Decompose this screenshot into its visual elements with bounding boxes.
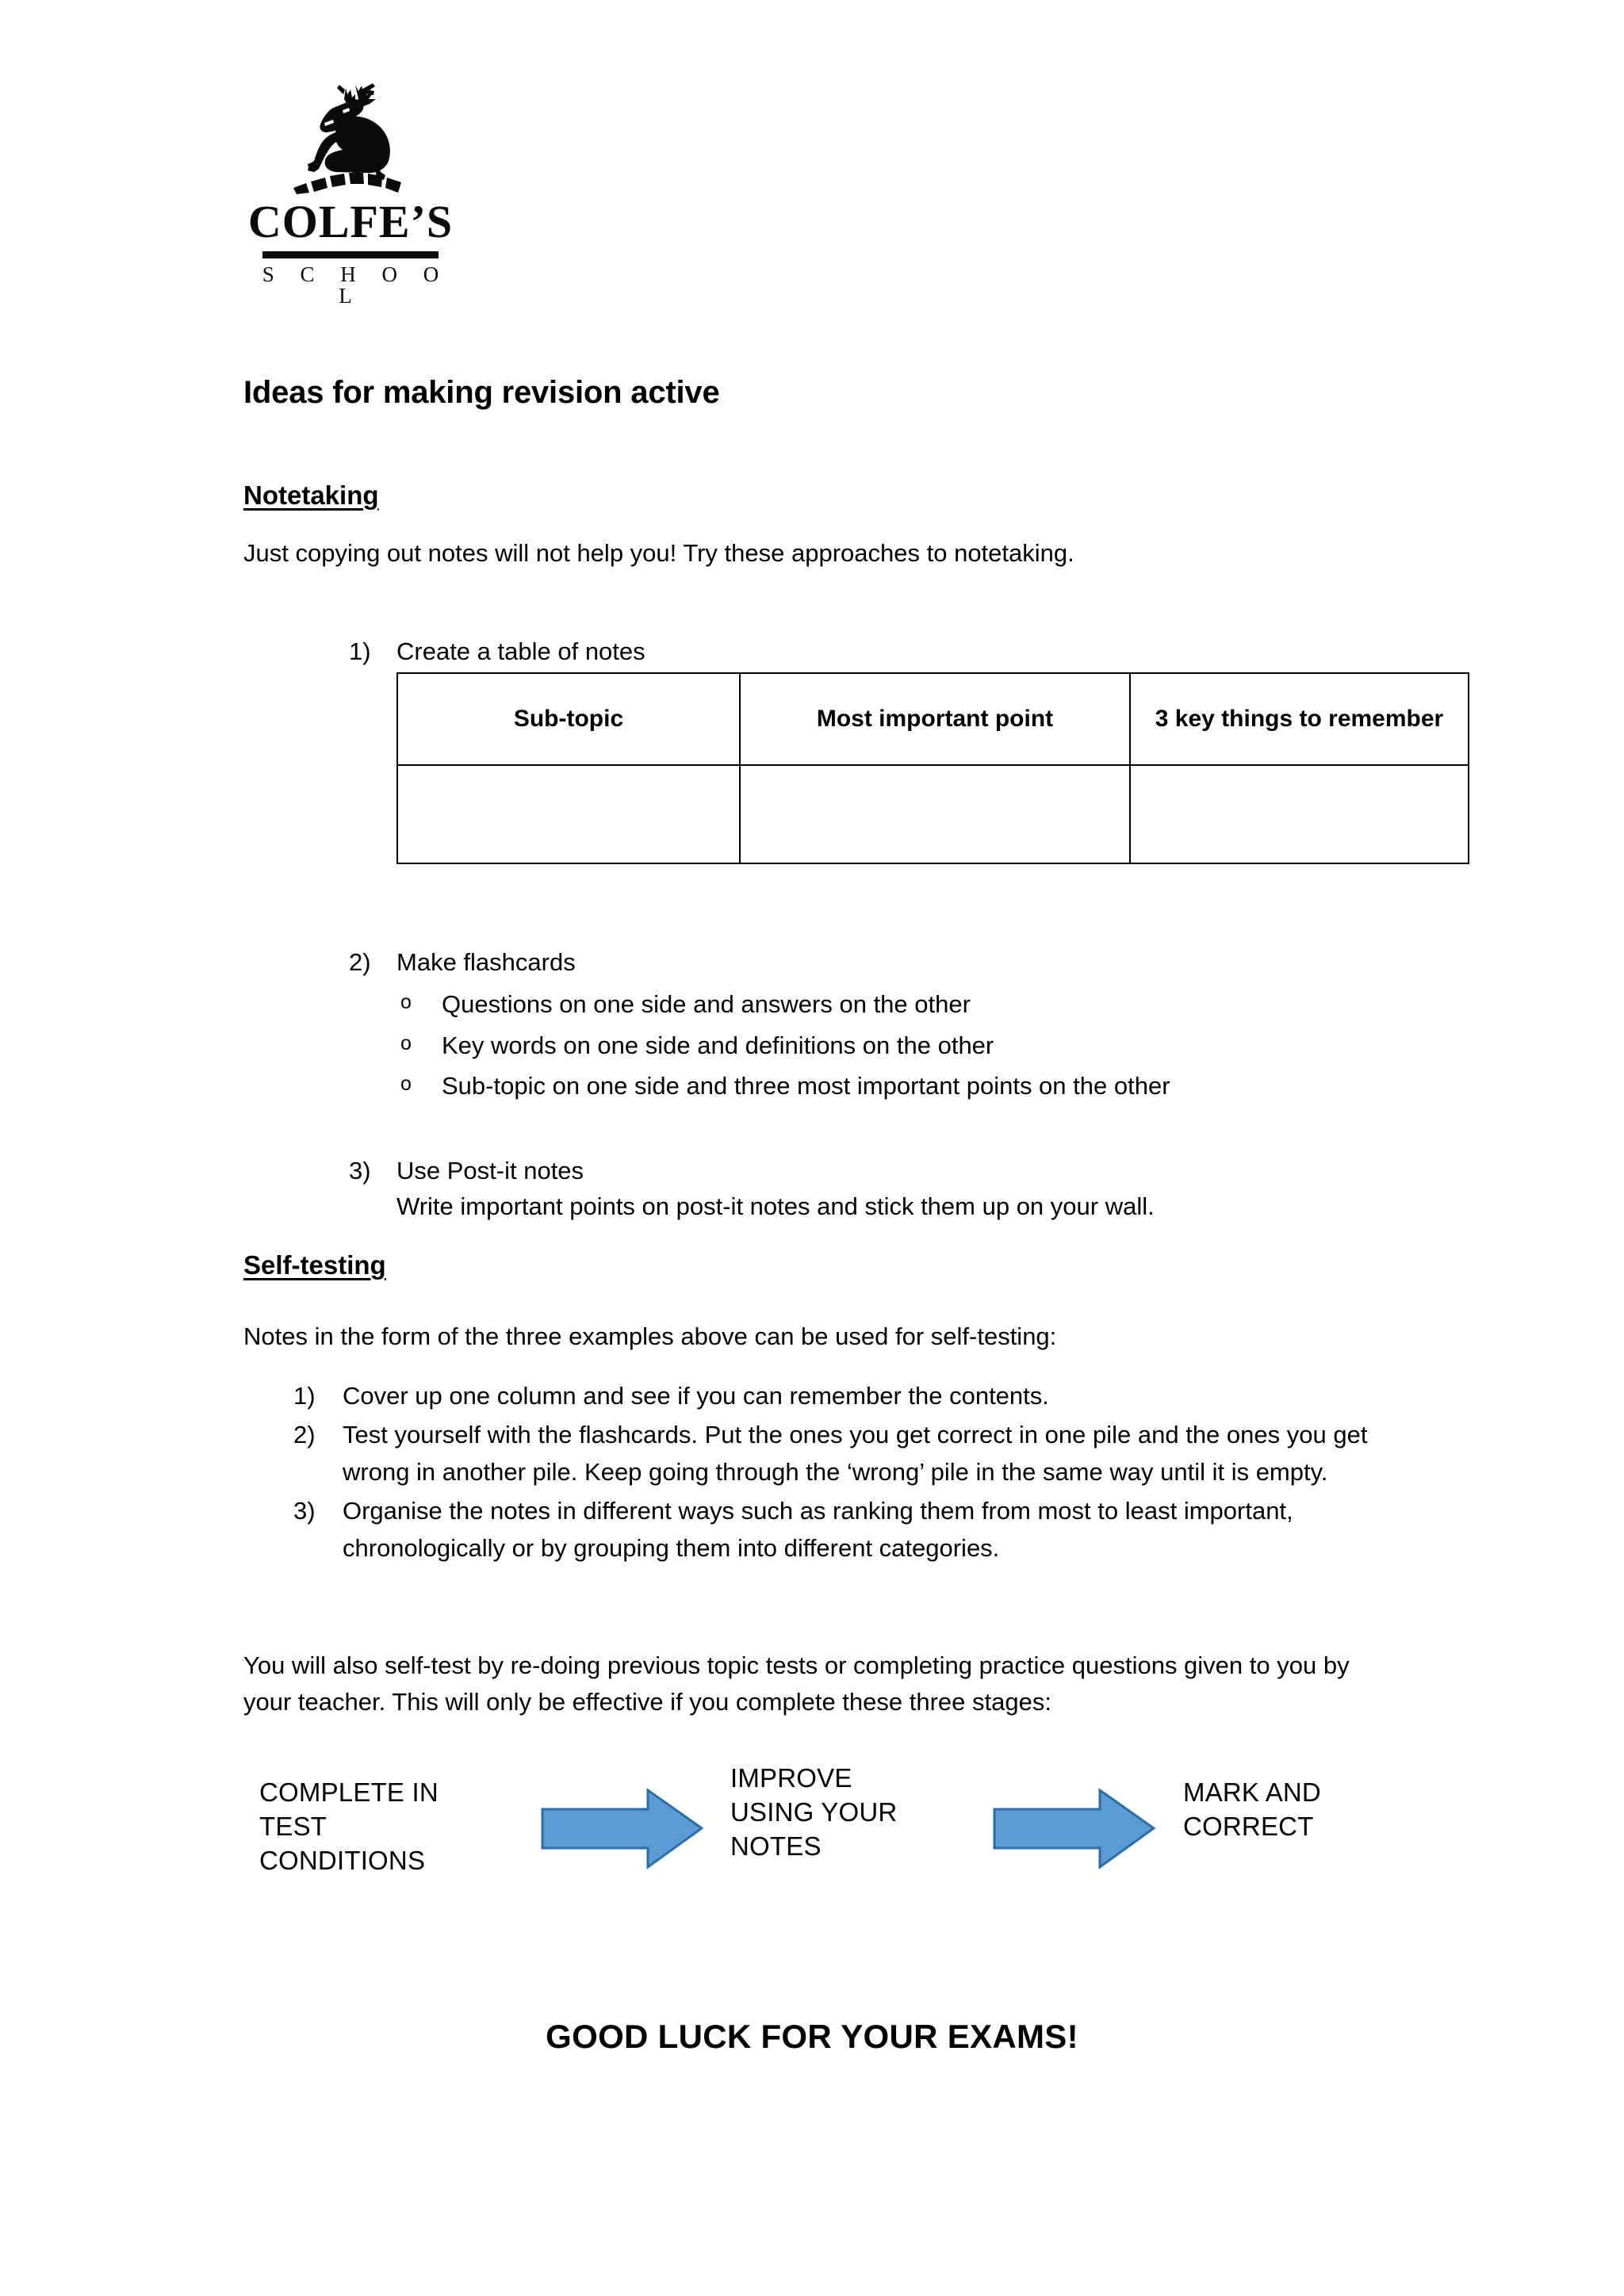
selftesting-intro-paragraph: Notes in the form of the three examples … — [243, 1322, 1057, 1350]
stage-label-improve-using-your-notes: IMPROVE USING YOUR NOTES — [730, 1763, 898, 1861]
school-logo: COLFE’S S C H O O L — [243, 75, 458, 307]
stag-crest-icon — [293, 83, 401, 194]
selftesting-closing-paragraph: You will also self-test by re-doing prev… — [243, 1651, 1350, 1716]
circle-bullet-icon: o — [400, 1073, 412, 1096]
list-item: o Key words on one side and definitions … — [349, 1025, 1388, 1066]
circle-bullet-icon: o — [400, 1031, 412, 1054]
section-heading-notetaking: Notetaking — [243, 480, 379, 510]
right-block-arrow-icon — [541, 1788, 703, 1869]
stage-label-mark-and-correct: MARK AND CORRECT — [1183, 1777, 1321, 1841]
list-item: o Sub-topic on one side and three most i… — [349, 1066, 1388, 1107]
table-header-row: Sub-topic Most important point 3 key thi… — [396, 672, 1469, 766]
page-title: Ideas for making revision active — [243, 375, 720, 410]
list-marker: 1) — [293, 1382, 316, 1410]
stage-label-complete-in-test-conditions: COMPLETE IN TEST CONDITIONS — [259, 1777, 439, 1875]
table-cell[interactable] — [739, 764, 1131, 864]
notetaking-intro-paragraph: Just copying out notes will not help you… — [243, 539, 1074, 567]
list-marker: 3) — [293, 1497, 316, 1525]
closing-message: GOOD LUCK FOR YOUR EXAMS! — [546, 2018, 1078, 2055]
list-item: 2) Test yourself with the flashcards. Pu… — [293, 1416, 1388, 1490]
table-cell[interactable] — [396, 764, 741, 864]
list-marker: 2) — [293, 1421, 316, 1449]
list-marker: 2) — [349, 948, 371, 976]
list-item: 2) Make flashcards — [349, 945, 1388, 981]
notetaking-list-item-2: 2) Make flashcards o Questions on one si… — [349, 945, 1388, 1107]
logo-divider-rule — [262, 251, 439, 258]
notetaking-list-item-3: 3) Use Post-it notes Write important poi… — [349, 1154, 1388, 1225]
list-item-label: Organise the notes in different ways suc… — [343, 1497, 1293, 1563]
list-item-label: Key words on one side and definitions on… — [442, 1031, 994, 1059]
flashcard-sub-bullets: o Questions on one side and answers on t… — [349, 984, 1388, 1107]
notetaking-list-item-1: 1) Create a table of notes — [349, 634, 1388, 670]
table-header-cell: Most important point — [739, 672, 1131, 766]
three-stages-diagram: COMPLETE IN TEST CONDITIONS IMPROVE USIN… — [243, 1762, 1385, 1904]
table-cell[interactable] — [1129, 764, 1469, 864]
list-item: 3) Use Post-it notes Write important poi… — [349, 1154, 1388, 1225]
table-header-cell: 3 key things to remember — [1129, 672, 1469, 766]
list-item-label: Use Post-it notes — [396, 1157, 584, 1184]
list-marker: 3) — [349, 1157, 371, 1184]
list-item: 1) Cover up one column and see if you ca… — [293, 1377, 1388, 1414]
list-item: o Questions on one side and answers on t… — [349, 984, 1388, 1025]
section-heading-selftesting: Self-testing — [243, 1250, 386, 1280]
list-item-label: Cover up one column and see if you can r… — [343, 1382, 1049, 1410]
list-item-label: Create a table of notes — [396, 637, 645, 665]
list-item-detail: Write important points on post-it notes … — [396, 1192, 1155, 1220]
right-block-arrow-icon — [993, 1788, 1155, 1869]
list-item: 1) Create a table of notes — [349, 634, 1388, 670]
list-marker: 1) — [349, 637, 371, 665]
logo-wordmark: COLFE’S — [247, 196, 454, 247]
list-item-label: Questions on one side and answers on the… — [442, 989, 971, 1018]
circle-bullet-icon: o — [400, 990, 412, 1013]
logo-subtitle: S C H O O L — [262, 262, 450, 308]
table-row — [396, 764, 1469, 864]
notes-table: Sub-topic Most important point 3 key thi… — [396, 672, 1469, 864]
list-item-label: Sub-topic on one side and three most imp… — [442, 1072, 1170, 1100]
list-item: 3) Organise the notes in different ways … — [293, 1492, 1388, 1567]
list-item-label: Test yourself with the flashcards. Put t… — [343, 1421, 1368, 1487]
table-header-cell: Sub-topic — [396, 672, 741, 766]
list-item-label: Make flashcards — [396, 948, 576, 976]
selftesting-list: 1) Cover up one column and see if you ca… — [293, 1377, 1388, 1569]
